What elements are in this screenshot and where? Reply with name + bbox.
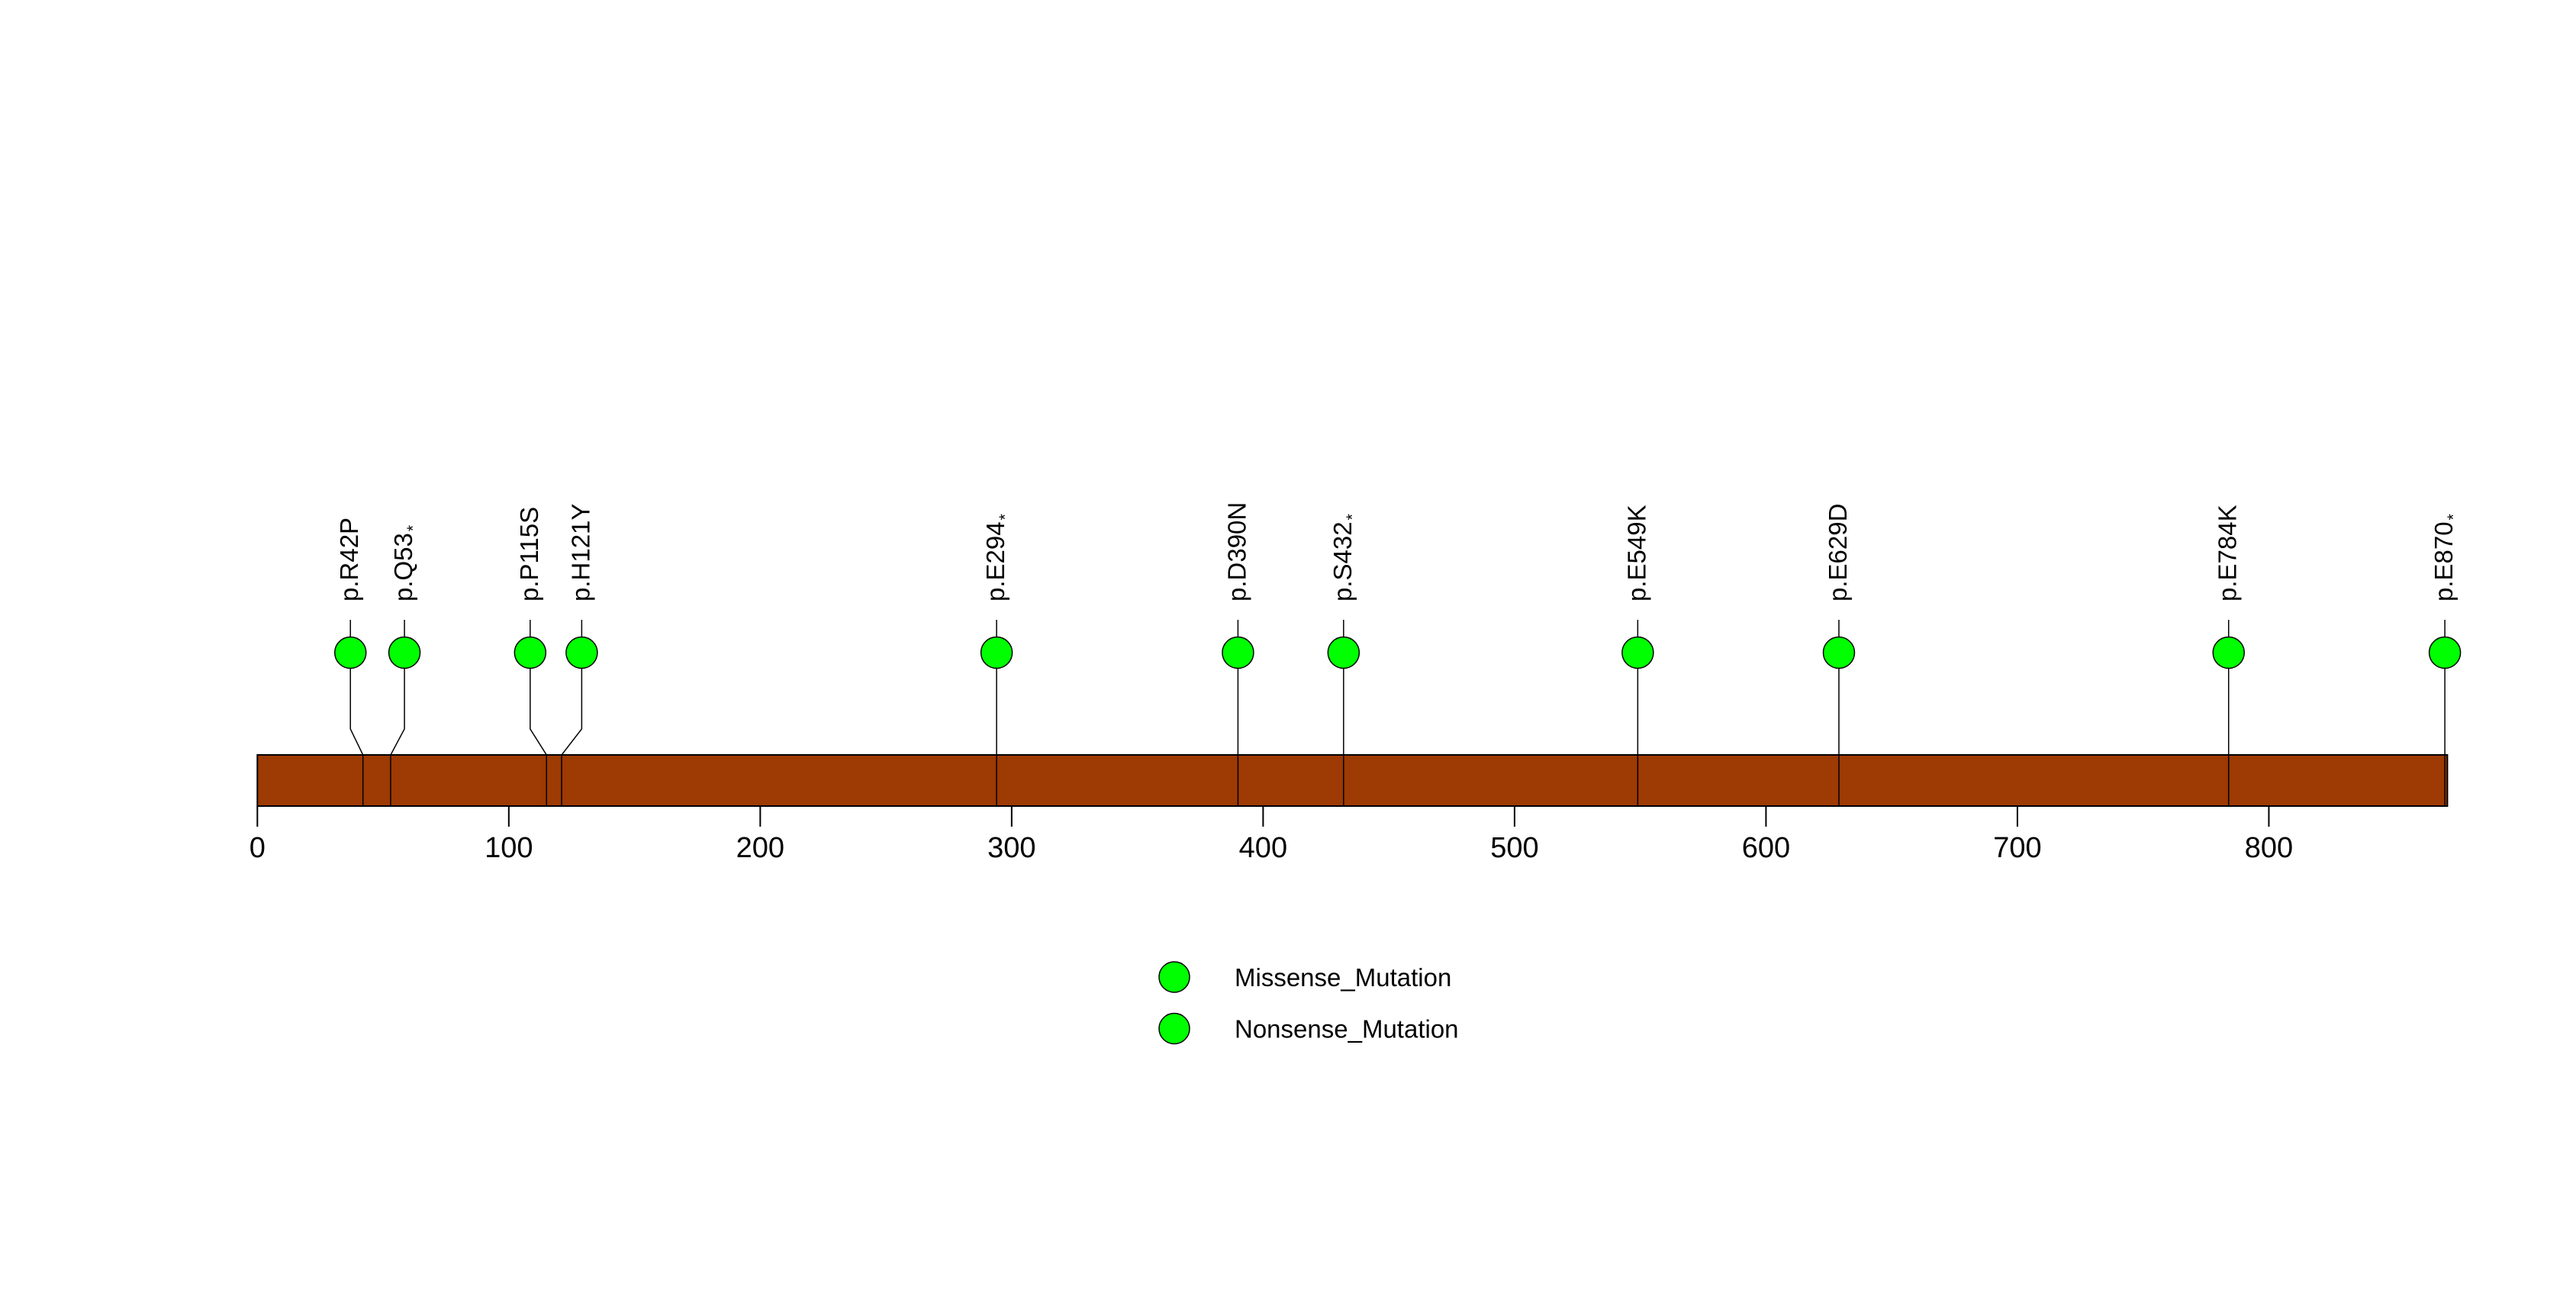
mutation-point	[2428, 636, 2462, 669]
mutation-label: p.R42P	[335, 518, 363, 601]
legend-item-label: Nonsense_Mutation	[1235, 1015, 1459, 1043]
mutation-point	[2212, 636, 2245, 669]
legend-item-label: Missense_Mutation	[1235, 963, 1451, 992]
mutation-label: p.H121Y	[566, 504, 594, 601]
protein-bar-group	[256, 754, 2449, 807]
mutation-point	[514, 636, 547, 669]
axis-tick-label: 100	[485, 832, 533, 864]
x-axis: 0 100 200 300 400 500 600 700 800	[250, 806, 2293, 864]
legend-swatch	[1158, 1012, 1190, 1045]
axis-tick-label: 700	[1993, 832, 2041, 864]
mutation-label: p.Q53*	[389, 525, 422, 601]
mutation-label: p.S432*	[1328, 514, 1361, 601]
mutation-point	[1621, 636, 1654, 669]
mutation-point	[333, 636, 367, 669]
axis-tick-label: 400	[1239, 832, 1287, 864]
axis-tick-label: 300	[987, 832, 1035, 864]
axis-tick-label: 0	[250, 832, 266, 864]
protein-bar	[256, 754, 2449, 807]
mutation-label: p.P115S	[515, 507, 543, 601]
lollipop-points	[333, 636, 2462, 669]
mutation-point	[1222, 636, 1254, 669]
mutation-point	[980, 636, 1013, 669]
axis-tick-label: 500	[1490, 832, 1538, 864]
mutation-label: p.E294*	[981, 514, 1014, 601]
mutation-point	[1327, 636, 1360, 669]
mutation-point	[1822, 636, 1856, 669]
mutation-label: p.E870*	[2429, 514, 2462, 601]
mutation-label: p.E784K	[2214, 505, 2242, 601]
mutation-label: p.E629D	[1824, 504, 1852, 601]
axis-tick-label: 600	[1742, 832, 1790, 864]
mutation-labels: p.R42P p.Q53* p.P115S p.H121Y p.E294* p.D390N…	[335, 502, 2462, 601]
mutation-point	[388, 636, 421, 669]
axis-tick-label: 200	[736, 832, 784, 864]
legend-swatch	[1158, 961, 1190, 993]
mutation-point	[565, 636, 598, 669]
axis-tick-label: 800	[2245, 832, 2293, 864]
mutation-label: p.E549K	[1622, 505, 1650, 601]
mutation-label: p.D390N	[1222, 502, 1251, 601]
